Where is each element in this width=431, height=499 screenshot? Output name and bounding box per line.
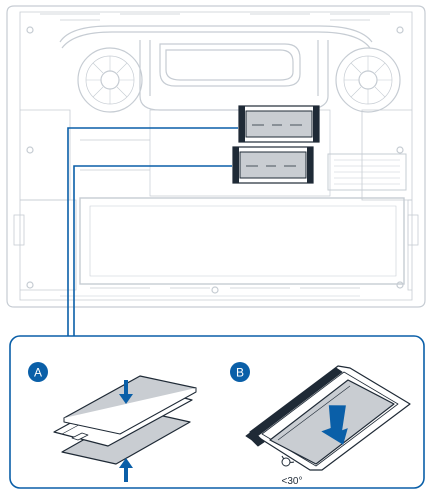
right-fan [335,47,401,113]
callout-a-letter: A [34,366,42,380]
laptop-interior [6,5,426,308]
angle-label: <30° [282,476,303,487]
callout-b-letter: B [236,366,244,380]
slot-latch [245,367,343,441]
ram-slot-upper [238,105,320,143]
leader-lines [67,127,238,336]
detail-a-illustration [53,375,197,482]
insert-arrow-icon [321,405,348,445]
callout-b: B [230,362,250,382]
left-fan [77,47,143,113]
chassis-outline [6,5,426,308]
callout-b-badge [230,362,250,382]
heatpipes [59,25,373,111]
battery [79,197,405,285]
detail-b-illustration [245,365,411,471]
arrow-down-icon [119,380,133,404]
callout-a-badge [28,362,48,382]
screws [26,26,404,294]
callout-a: A [28,362,48,382]
arrow-up-icon [119,458,133,482]
ssd-slot [327,153,407,191]
top-vents [40,13,390,21]
ram-slot-lower [232,146,314,184]
